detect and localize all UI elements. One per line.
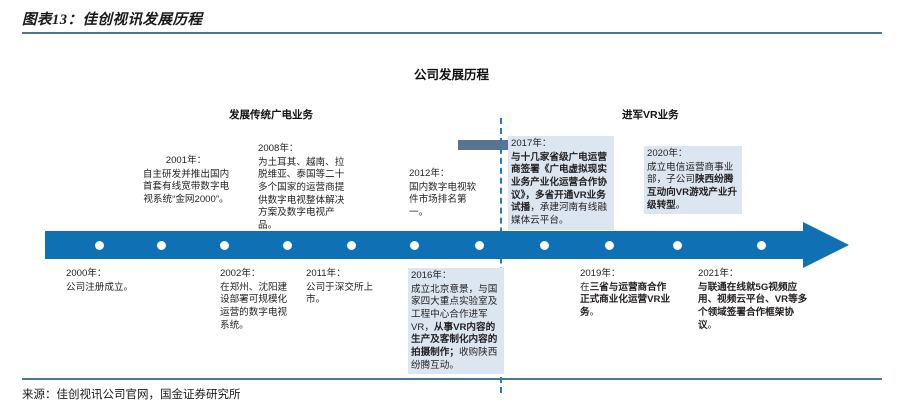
timeline-dot[interactable] xyxy=(283,241,292,250)
event-note-2008: 2008年： 为土耳其、越南、拉脱维亚、泰国等二十多个国家的运营商提供数字电视整… xyxy=(258,143,350,233)
timeline-dot[interactable] xyxy=(475,241,484,250)
phase-label-vr: 进军VR业务 xyxy=(622,109,679,121)
footer-divider-rule xyxy=(22,378,882,380)
event-year: 2012年： xyxy=(409,168,450,179)
event-note-2012: 2012年： 国内数字电视软件市场排名第一。 xyxy=(409,168,481,220)
event-year: 2019年： xyxy=(580,268,621,279)
source-note: 来源：佳创视讯公司官网，国金证券研究所 xyxy=(22,389,241,401)
event-text-tail: 。 xyxy=(707,319,718,331)
timeline-dot[interactable] xyxy=(605,241,614,250)
event-note-2017: 2017年： 与十几家省级广电运营商签署《广电虚拟现实业务产业化运营合作协议》，… xyxy=(508,136,614,230)
timeline-dot[interactable] xyxy=(757,241,766,250)
event-text: 自主研发并推出国内首套有线宽带数字电视系统“金网2000”。 xyxy=(142,168,230,205)
event-year: 2011年： xyxy=(306,268,346,279)
event-text: 在郑州、沈阳建设部署可规模化运营的数字电视系统。 xyxy=(220,281,288,331)
event-text-bold: 陕西纷腾互动向VR游戏产业升级转型 xyxy=(647,174,738,211)
event-year: 2020年： xyxy=(647,148,688,159)
event-text: 公司注册成立。 xyxy=(66,281,134,293)
event-text-bold: 与十几家省级广电运营商签署《广电虚拟现实业务产业化运营合作协议》，多省开通VR业… xyxy=(511,151,607,214)
phase-label-traditional: 发展传统广电业务 xyxy=(229,109,313,121)
event-text: 为土耳其、越南、拉脱维亚、泰国等二十多个国家的运营商提供数字电视整体解决方案及数… xyxy=(258,156,345,231)
timeline-dot[interactable] xyxy=(220,241,229,250)
event-note-2021: 2021年： 与联通在线就5G视频应用、视频云平台、VR等多个领域签署合作框架协… xyxy=(698,268,810,332)
event-text-lead: 成立北京意景，与国家四大重点实验室及工程中心合作进军VR， xyxy=(411,283,498,333)
timeline-dot[interactable] xyxy=(347,241,356,250)
timeline-dot[interactable] xyxy=(95,241,104,250)
event-text-tail: 收购陕西纷腾互动。 xyxy=(411,346,498,371)
event-text-lead: 成立电信运营商事业部，子公司 xyxy=(647,161,734,186)
event-note-2020: 2020年： 成立电信运营商事业部，子公司陕西纷腾互动向VR游戏产业升级转型。 xyxy=(644,146,742,215)
exhibit-title: 图表13：佳创视讯发展历程 xyxy=(22,12,203,28)
event-text-tail: ，承建河南有线融媒体云平台。 xyxy=(511,202,607,226)
event-text: 公司于深交所上市。 xyxy=(306,281,374,306)
timeline-dot[interactable] xyxy=(410,241,419,250)
event-year: 2002年： xyxy=(220,268,261,279)
event-note-2019: 2019年： 在三省与运营商合作正式商业化运营VR业务。 xyxy=(580,268,674,320)
diagram-heading: 公司发展历程 xyxy=(414,68,490,82)
event-year: 2001年： xyxy=(165,155,207,166)
event-year: 2017年： xyxy=(511,138,552,149)
event-year: 2021年： xyxy=(698,268,739,279)
event-year: 2008年： xyxy=(258,143,299,154)
event-year: 2000年： xyxy=(66,268,107,279)
timeline-diagram: 公司发展历程 发展传统广电业务 进军VR业务 2001年： 自主研发并推出国内首… xyxy=(0,36,904,393)
event-note-2001: 2001年： 自主研发并推出国内首套有线宽带数字电视系统“金网2000”。 xyxy=(142,155,230,207)
timeline-right-arrow-icon xyxy=(803,222,849,268)
event-text-lead: 在 xyxy=(580,281,590,293)
event-note-2016: 2016年： 成立北京意景，与国家四大重点实验室及工程中心合作进军VR，从事VR… xyxy=(408,268,504,375)
event-text-bold: 三省与运营商合作正式商业化运营VR业务 xyxy=(580,281,671,318)
event-text-bold: 从事VR内容的生产及客制化内容的拍摄制作； xyxy=(411,321,498,358)
timeline-bar xyxy=(45,222,865,268)
event-text-tail: 。 xyxy=(675,199,686,211)
event-note-2002: 2002年： 在郑州、沈阳建设部署可规模化运营的数字电视系统。 xyxy=(220,268,296,332)
event-text-tail: 。 xyxy=(589,306,600,318)
timeline-dot[interactable] xyxy=(157,241,166,250)
event-text-bold: 与联通在线就5G视频应用、视频云平台、VR等多个领域签署合作框架协议 xyxy=(698,281,808,331)
title-divider-rule xyxy=(22,32,882,34)
timeline-dot[interactable] xyxy=(540,241,549,250)
event-note-2000: 2000年： 公司注册成立。 xyxy=(66,268,166,294)
event-year: 2016年： xyxy=(411,270,452,281)
event-text: 国内数字电视软件市场排名第一。 xyxy=(409,181,477,218)
timeline-dot[interactable] xyxy=(673,241,682,250)
event-note-2011: 2011年： 公司于深交所上市。 xyxy=(306,268,378,307)
